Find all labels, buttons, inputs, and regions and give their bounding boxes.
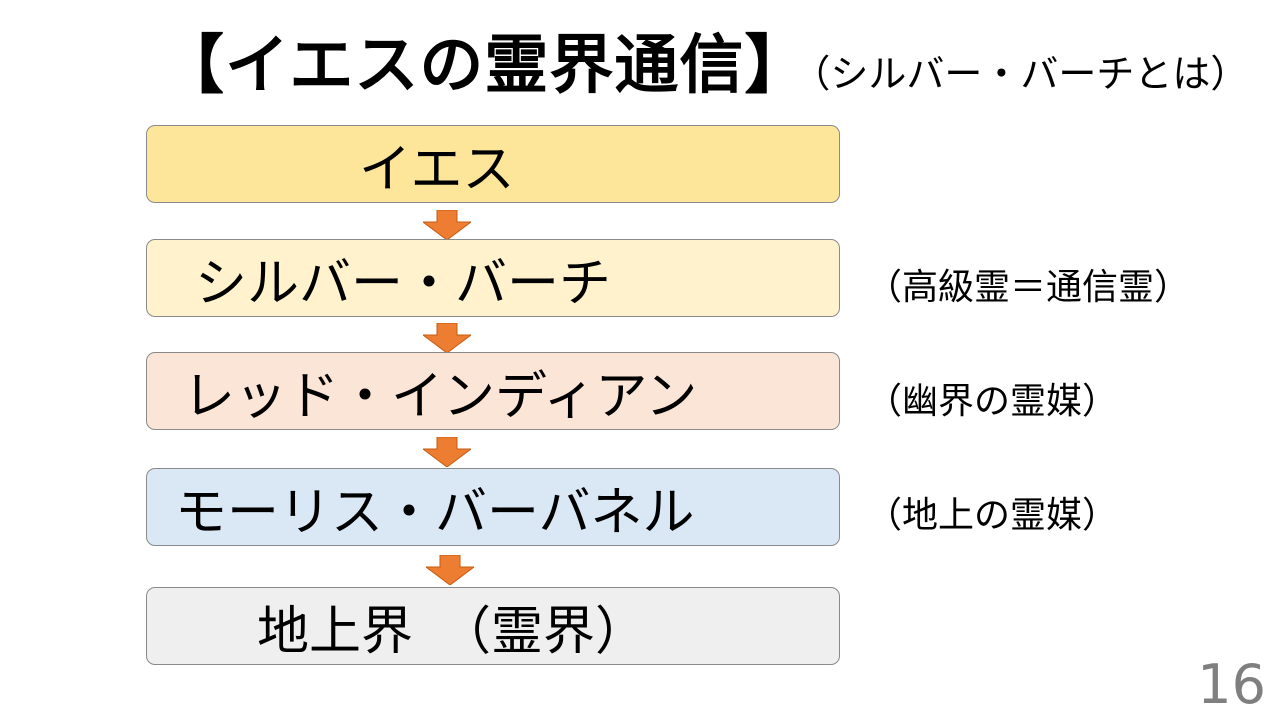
- chain-box-label: シルバー・バーチ: [195, 253, 612, 314]
- page-number: 16: [1197, 653, 1266, 716]
- chain-box-silver-birch: シルバー・バーチ: [146, 239, 840, 317]
- slide-title: 【イエスの霊界通信】（シルバー・バーチとは）: [160, 14, 1248, 106]
- note-astral-medium: （幽界の霊媒）: [866, 381, 1119, 422]
- down-arrow-icon: [423, 323, 471, 353]
- chain-box-label: レッド・インディアン: [183, 366, 698, 427]
- down-arrow-icon: [423, 210, 471, 240]
- chain-box-red-indian: レッド・インディアン: [146, 352, 840, 430]
- title-subtitle: （シルバー・バーチとは）: [811, 52, 1249, 96]
- chain-box-label: モーリス・バーバネル: [175, 482, 695, 543]
- chain-box-label: イエス: [359, 139, 515, 200]
- down-arrow-icon: [426, 555, 474, 585]
- chain-box-label: 地上界 （霊界）: [257, 601, 648, 662]
- note-high-spirit: （高級霊＝通信霊）: [866, 267, 1191, 308]
- chain-box-maurice-barbanell: モーリス・バーバネル: [146, 468, 840, 546]
- chain-box-jesus: イエス: [146, 125, 840, 203]
- down-arrow-icon: [423, 437, 471, 467]
- title-main: 【イエスの霊界通信】: [160, 28, 810, 103]
- note-earthly-medium: （地上の霊媒）: [866, 495, 1119, 536]
- chain-box-earth-world: 地上界 （霊界）: [146, 587, 840, 665]
